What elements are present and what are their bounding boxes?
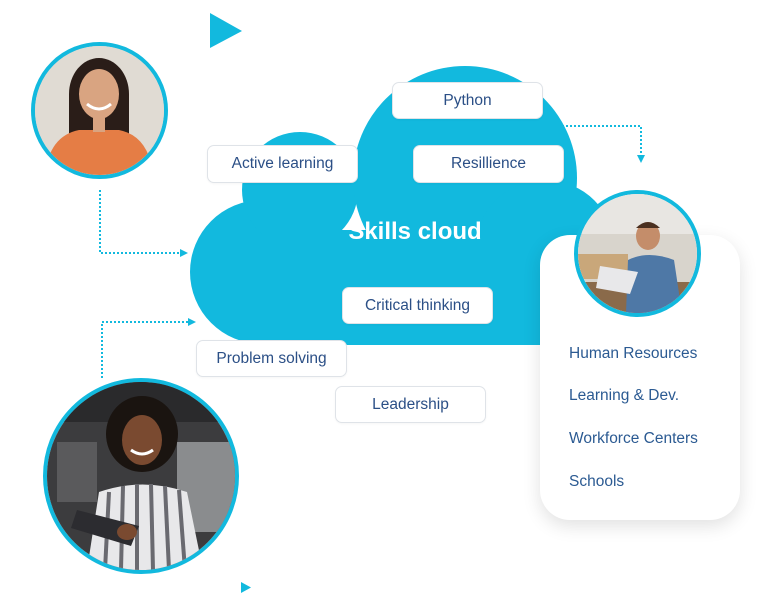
cloud-title: Skills cloud	[348, 218, 482, 245]
skill-chip-python: Python	[392, 82, 543, 119]
arrow-icon	[637, 155, 645, 163]
skill-chip-resillience: Resillience	[413, 145, 564, 183]
avatar-man-laptop	[574, 190, 701, 317]
avatar-woman-orange-shirt	[31, 42, 168, 179]
connector-bottom-left	[101, 321, 188, 378]
destination-schools: Schools	[569, 473, 625, 490]
arrow-icon	[188, 318, 196, 326]
destination-learning-dev: Learning & Dev.	[569, 387, 679, 404]
skill-chip-problem-solving: Problem solving	[196, 340, 347, 377]
connector-top-left	[99, 190, 180, 254]
play-triangle-icon	[210, 13, 242, 48]
destination-human-resources: Human Resources	[569, 345, 698, 362]
small-triangle-icon	[241, 582, 251, 593]
skill-chip-leadership: Leadership	[335, 386, 486, 423]
arrow-icon	[180, 249, 188, 257]
skill-chip-critical-thinking: Critical thinking	[342, 287, 493, 324]
avatar-woman-tablet	[43, 378, 239, 574]
skill-chip-active-learning: Active learning	[207, 145, 358, 183]
destination-workforce-centers: Workforce Centers	[569, 430, 698, 447]
